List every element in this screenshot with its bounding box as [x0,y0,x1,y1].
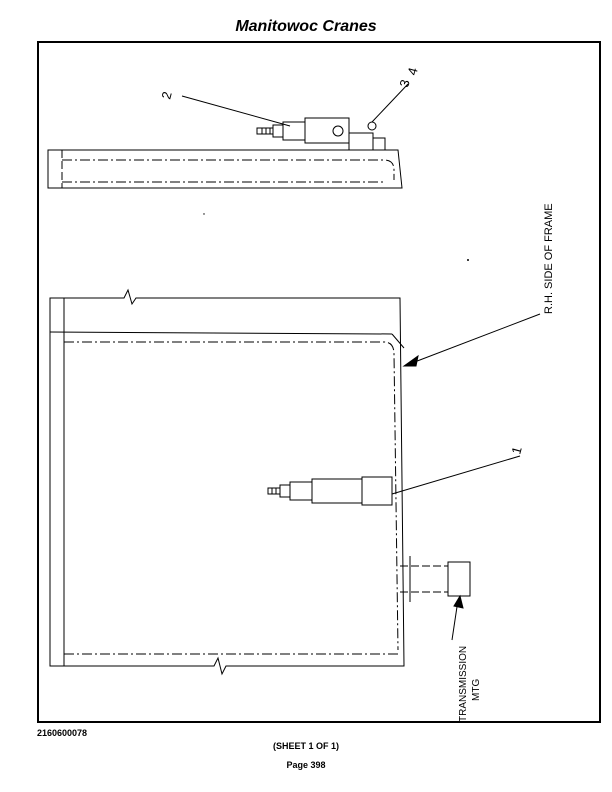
frame-rail [49,288,405,676]
callout-1-leader [391,455,521,495]
callout-3-leader [371,83,409,123]
frame-label-arrow [411,313,541,364]
frame-side-label: R.H. SIDE OF FRAME [543,203,555,314]
page-number: Page 398 [286,760,326,770]
callout-1: 1 [508,445,524,456]
top-view-switch-assembly [256,117,386,151]
callout-3: 3 [396,78,412,89]
callout-2: 2 [158,90,174,101]
sensor-item-1 [267,476,393,506]
drawing-number: 2160600078 [37,728,88,738]
document-title: Manitowoc Cranes [235,18,377,35]
callout-2-leader [181,95,291,127]
drawing-border [37,41,601,723]
callout-4: 4 [404,66,420,77]
top-view-rail [47,149,403,189]
mount-label-line1: TRANSMISSION [458,646,469,722]
transmission-mount [400,556,471,602]
mount-label-line2: MTG [471,679,482,701]
sheet-label: (SHEET 1 OF 1) [272,741,339,751]
